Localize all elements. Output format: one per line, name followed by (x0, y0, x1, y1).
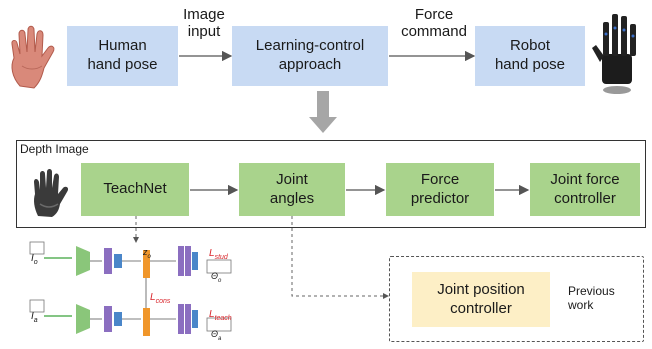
joint-position-controller-box: Joint position controller (412, 272, 550, 327)
force-predictor-box: Force predictor (386, 163, 494, 216)
learning-control-box: Learning-control approach (232, 26, 388, 86)
joint-angles-box: Joint angles (239, 163, 345, 216)
robot-hand-pose-box: Robot hand pose (475, 26, 585, 86)
down-arrow-icon (309, 91, 337, 133)
net-input-top: Io (31, 253, 38, 266)
loss-teach-label: Lteach (209, 309, 232, 322)
loss-cons-label: Lcons (150, 292, 171, 305)
image-input-label: Image input (183, 6, 225, 41)
teachnet-architecture-figure (29, 241, 232, 336)
joint-force-controller-box: Joint force controller (530, 163, 640, 216)
theta-bottom-label: Θa (211, 328, 222, 342)
robot-hand-photo (592, 14, 636, 94)
depth-image-title: Depth Image (20, 142, 89, 156)
depth-image-frame (16, 140, 646, 228)
human-hand-photo (11, 25, 55, 89)
depth-hand-image (34, 169, 69, 217)
dashed-arrow-angles-to-previous (291, 216, 389, 299)
human-hand-pose-box: Human hand pose (67, 26, 178, 86)
net-z-label: zo (143, 246, 151, 260)
force-command-label: Force command (401, 6, 467, 41)
previous-work-frame (389, 256, 644, 342)
net-input-bottom: Ia (31, 311, 38, 324)
loss-stud-label: Lstud (209, 248, 228, 261)
teachnet-box: TeachNet (81, 163, 189, 216)
theta-top-label: Θo (211, 270, 222, 284)
previous-work-label: Previous work (568, 284, 615, 313)
